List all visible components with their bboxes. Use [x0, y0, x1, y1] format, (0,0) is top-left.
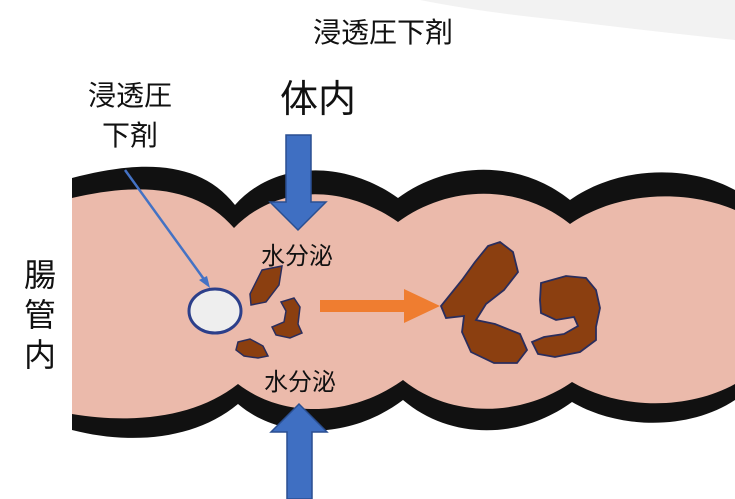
water-secretion-bottom-label: 水分泌 — [264, 368, 336, 396]
osmotic-laxative-label-line2: 下剤 — [102, 119, 158, 152]
water-secretion-top-label: 水分泌 — [261, 242, 333, 270]
water-flow-arrow-up-icon — [269, 402, 329, 499]
stool-large-right — [530, 275, 601, 358]
intestine-inside-label: 腸 管 内 — [24, 256, 56, 374]
intestine-inside-char-1: 腸 — [24, 256, 56, 294]
intestine-inside-char-3: 内 — [24, 336, 56, 374]
water-flow-arrow-down-icon — [268, 134, 328, 232]
softened-stool — [439, 240, 601, 364]
stool-fragment — [235, 338, 270, 359]
body-inside-label: 体内 — [280, 77, 356, 121]
small-stool-fragments — [235, 265, 303, 359]
stool-large-left — [439, 240, 529, 364]
intestine-inside-char-2: 管 — [24, 296, 56, 334]
stool-movement-arrow-right-icon — [320, 289, 440, 323]
stool-fragment — [270, 297, 303, 339]
background-wash — [420, 0, 735, 40]
laxative-particle-circle-icon — [187, 287, 243, 335]
diagram-title: 浸透圧下剤 — [313, 16, 453, 49]
osmotic-laxative-label-line1: 浸透圧 — [88, 79, 172, 112]
stool-fragment — [249, 265, 283, 306]
pointer-line — [123, 169, 210, 288]
